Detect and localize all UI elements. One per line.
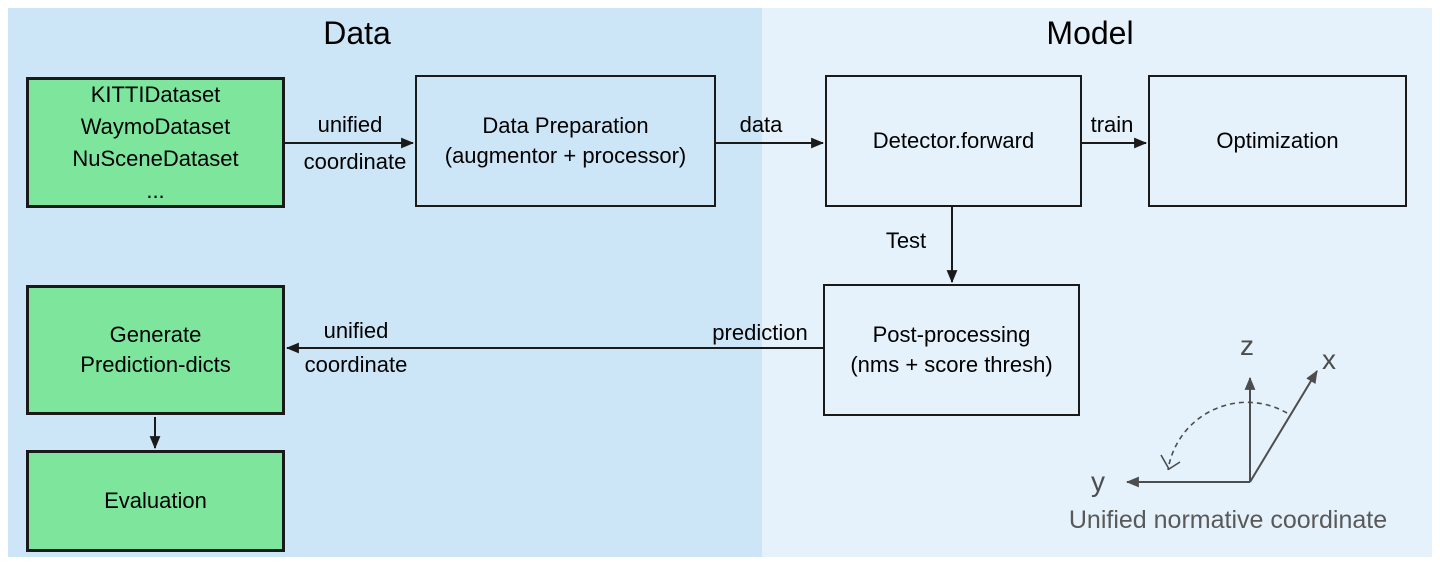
evaluation-box: Evaluation — [26, 450, 285, 552]
edge-label-unified-bottom: unified — [323, 318, 389, 343]
box-text-line: (augmentor + processor) — [444, 143, 687, 168]
edge-label-prediction: prediction — [712, 320, 808, 345]
model-section-title: Model — [1046, 15, 1134, 51]
edge-label-test: Test — [885, 228, 927, 253]
box-text-line: Generate — [109, 322, 202, 347]
box-text-line: Detector.forward — [872, 128, 1035, 153]
x-axis-label: x — [1322, 344, 1336, 375]
box-text-line: Evaluation — [104, 488, 207, 513]
edge-label-unified-top: unified — [317, 112, 383, 137]
edge-label-coordinate-bottom: coordinate — [304, 352, 408, 377]
detector-forward-box: Detector.forward — [825, 75, 1082, 207]
y-axis-label: y — [1091, 466, 1105, 497]
data-preparation-box: Data Preparation (augmentor + processor) — [415, 75, 716, 207]
edge-label-coordinate-top: coordinate — [303, 149, 407, 174]
data-section-title: Data — [323, 15, 391, 51]
box-text-line: Optimization — [1216, 128, 1339, 153]
edge-label-train: train — [1090, 112, 1134, 137]
generate-prediction-dicts-box: Generate Prediction-dicts — [26, 285, 285, 415]
edge-label-data: data — [739, 112, 783, 137]
z-axis-label: z — [1240, 330, 1254, 361]
box-text-line: Post-processing — [872, 322, 1031, 347]
post-processing-box: Post-processing (nms + score thresh) — [823, 284, 1080, 416]
box-text-line: ... — [146, 177, 165, 203]
box-text-line: WaymoDataset — [80, 113, 231, 139]
box-text-line: NuSceneDataset — [72, 145, 239, 171]
box-text-line: Prediction-dicts — [80, 352, 231, 377]
coordinate-legend-caption: Unified normative coordinate — [1068, 506, 1388, 534]
box-text-line: (nms + score thresh) — [850, 352, 1053, 377]
datasets-box: KITTIDataset WaymoDataset NuSceneDataset… — [26, 77, 285, 208]
box-text-line: KITTIDataset — [90, 81, 221, 107]
box-text-line: Data Preparation — [482, 113, 649, 138]
optimization-box: Optimization — [1148, 75, 1407, 207]
